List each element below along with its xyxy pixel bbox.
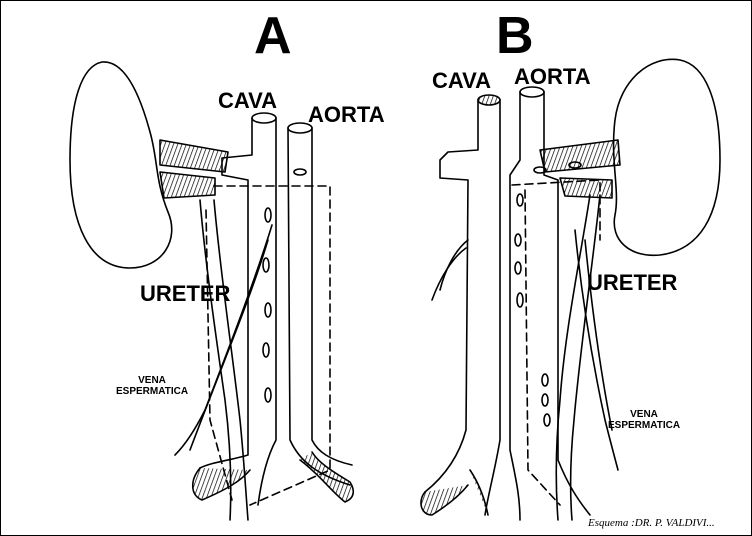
kidney-b (614, 59, 720, 255)
panel-a-vena-line2: ESPERMATICA (116, 387, 188, 398)
panel-a-aorta-label: AORTA (308, 104, 385, 126)
panel-b-vena-line1: VENA (608, 410, 680, 421)
spermatic-vein-a (175, 225, 272, 455)
panel-b-ureter-label: URETER (587, 272, 677, 294)
panel-b-vena-line2: ESPERMATICA (608, 421, 680, 432)
panel-a-letter: A (254, 10, 292, 62)
renal-vein-a (160, 140, 228, 172)
kidney-a (70, 62, 172, 268)
renal-artery-b (560, 178, 612, 198)
renal-artery-a (160, 172, 215, 198)
panel-a-ureter-label: URETER (140, 283, 230, 305)
panel-b-spermatic-vein-label: VENA ESPERMATICA (608, 410, 680, 431)
panel-a-spermatic-vein-label: VENA ESPERMATICA (116, 376, 188, 397)
aorta-a (288, 128, 350, 485)
panel-a-cava-label: CAVA (218, 90, 277, 112)
figure-credit: Esquema :DR. P. VALDIVI... (588, 518, 715, 529)
panel-b-letter: B (496, 10, 534, 62)
panel-b-aorta-label: AORTA (514, 66, 591, 88)
panel-b-cava-label: CAVA (432, 70, 491, 92)
panel-a-vena-line1: VENA (116, 376, 188, 387)
